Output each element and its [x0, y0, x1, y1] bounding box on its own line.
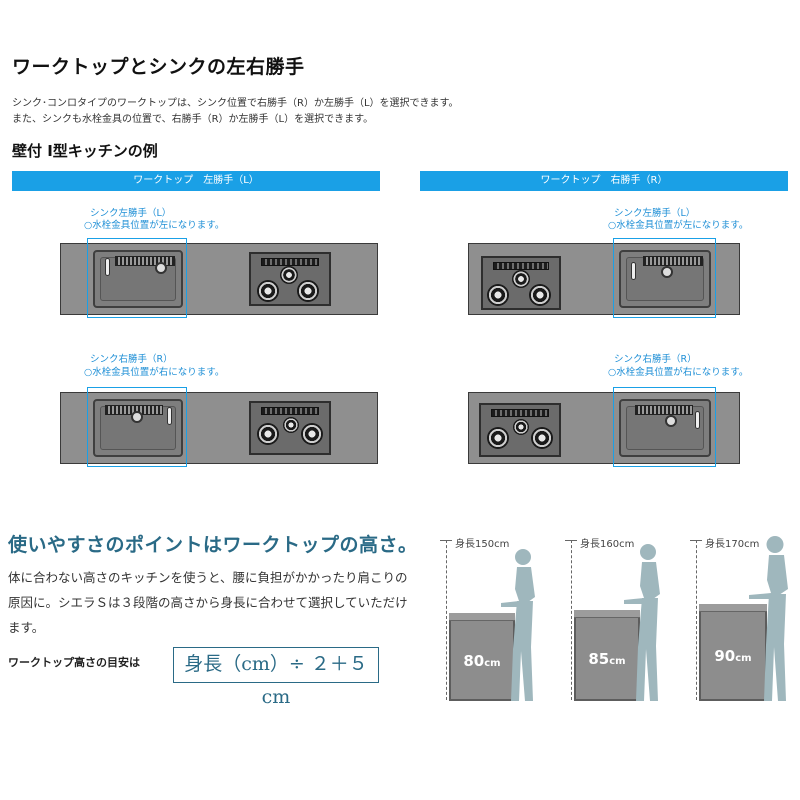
drain-icon	[665, 415, 677, 427]
drain-rack	[115, 256, 175, 266]
faucet-icon	[105, 258, 110, 276]
sink-highlight-frame	[87, 387, 187, 467]
height-body-line-3: ます。	[8, 620, 45, 635]
sink-right-label: シンク右勝手（R）	[614, 354, 697, 365]
faucet-icon	[631, 262, 636, 280]
sink-left-label: シンク左勝手（L）	[614, 208, 696, 219]
drain-rack	[643, 256, 703, 266]
sink-left-note: ○水栓金具位置が左になります。	[608, 220, 749, 231]
sink-highlight-frame	[613, 238, 716, 318]
burner-icon	[297, 280, 319, 302]
person-silhouette-160	[624, 544, 660, 701]
person-silhouette-170	[749, 536, 788, 701]
sink-right-note: ○水栓金具位置が右になります。	[84, 367, 225, 378]
burner-icon	[257, 423, 279, 445]
burner-icon	[487, 284, 509, 306]
height-formula-box: 身長（cm）÷ ２＋５cm	[173, 647, 379, 708]
faucet-icon	[167, 407, 172, 425]
sink-basin	[93, 250, 183, 308]
gas-hob	[479, 403, 561, 457]
sink-basin	[93, 399, 183, 457]
drain-icon	[155, 262, 167, 274]
sink-right-note: ○水栓金具位置が右になります。	[608, 367, 749, 378]
left-handed-worktop-bar: ワークトップ 左勝手（L）	[12, 171, 380, 191]
drain-icon	[131, 411, 143, 423]
worktop-diagram-r-sink-l	[468, 243, 740, 315]
burner-icon	[283, 417, 299, 433]
sink-right-label: シンク右勝手（R）	[90, 354, 173, 365]
gas-hob	[481, 256, 561, 310]
person-height-label: 身長160cm	[580, 539, 635, 550]
sink-highlight-frame	[613, 387, 716, 467]
burner-icon	[280, 266, 298, 284]
sink-highlight-frame	[87, 238, 187, 318]
burner-icon	[531, 427, 553, 449]
burner-icon	[487, 427, 509, 449]
cabinet-height-label: 80cm	[463, 651, 501, 670]
burner-icon	[512, 270, 530, 288]
burner-icon	[513, 419, 529, 435]
right-handed-worktop-bar: ワークトップ 右勝手（R）	[420, 171, 788, 191]
sink-basin	[619, 399, 711, 457]
worktop-diagram-r-sink-r	[468, 392, 740, 464]
worktop-cabinet-80: 80cm	[449, 613, 515, 701]
formula-label: ワークトップ高さの目安は	[8, 656, 140, 669]
description-line-1: シンク･コンロタイプのワークトップは、シンク位置で右勝手（R）か左勝手（L）を選…	[12, 98, 459, 109]
worktop-cabinet-90: 90cm	[699, 604, 767, 701]
sink-left-label: シンク左勝手（L）	[90, 208, 172, 219]
burner-icon	[529, 284, 551, 306]
drain-rack	[635, 405, 693, 415]
page-title: ワークトップとシンクの左右勝手	[12, 56, 305, 78]
sink-left-note: ○水栓金具位置が左になります。	[84, 220, 225, 231]
worktop-diagram-l-sink-l	[60, 243, 378, 315]
person-silhouette-150	[501, 549, 535, 701]
faucet-icon	[695, 411, 700, 429]
person-height-label: 身長170cm	[705, 539, 760, 550]
height-body-line-2: 原因に。シエラＳは３段階の高さから身長に合わせて選択していただけ	[8, 595, 408, 610]
sink-basin	[619, 250, 711, 308]
cabinet-height-label: 90cm	[714, 646, 752, 665]
height-body-line-1: 体に合わない高さのキッチンを使うと、腰に負担がかかったり肩こりの	[8, 570, 408, 585]
gas-hob	[249, 252, 331, 306]
burner-icon	[257, 280, 279, 302]
person-height-label: 身長150cm	[455, 539, 510, 550]
gas-hob	[249, 401, 331, 455]
worktop-diagram-l-sink-r	[60, 392, 378, 464]
drain-icon	[661, 266, 673, 278]
description-line-2: また、シンクも水栓金具の位置で、右勝手（R）か左勝手（L）を選択できます。	[12, 114, 374, 125]
section-subtitle: 壁付 I型キッチンの例	[12, 142, 158, 160]
cabinet-height-label: 85cm	[588, 650, 626, 669]
height-section-title: 使いやすさのポイントはワークトップの高さ。	[8, 534, 418, 556]
burner-icon	[301, 423, 323, 445]
